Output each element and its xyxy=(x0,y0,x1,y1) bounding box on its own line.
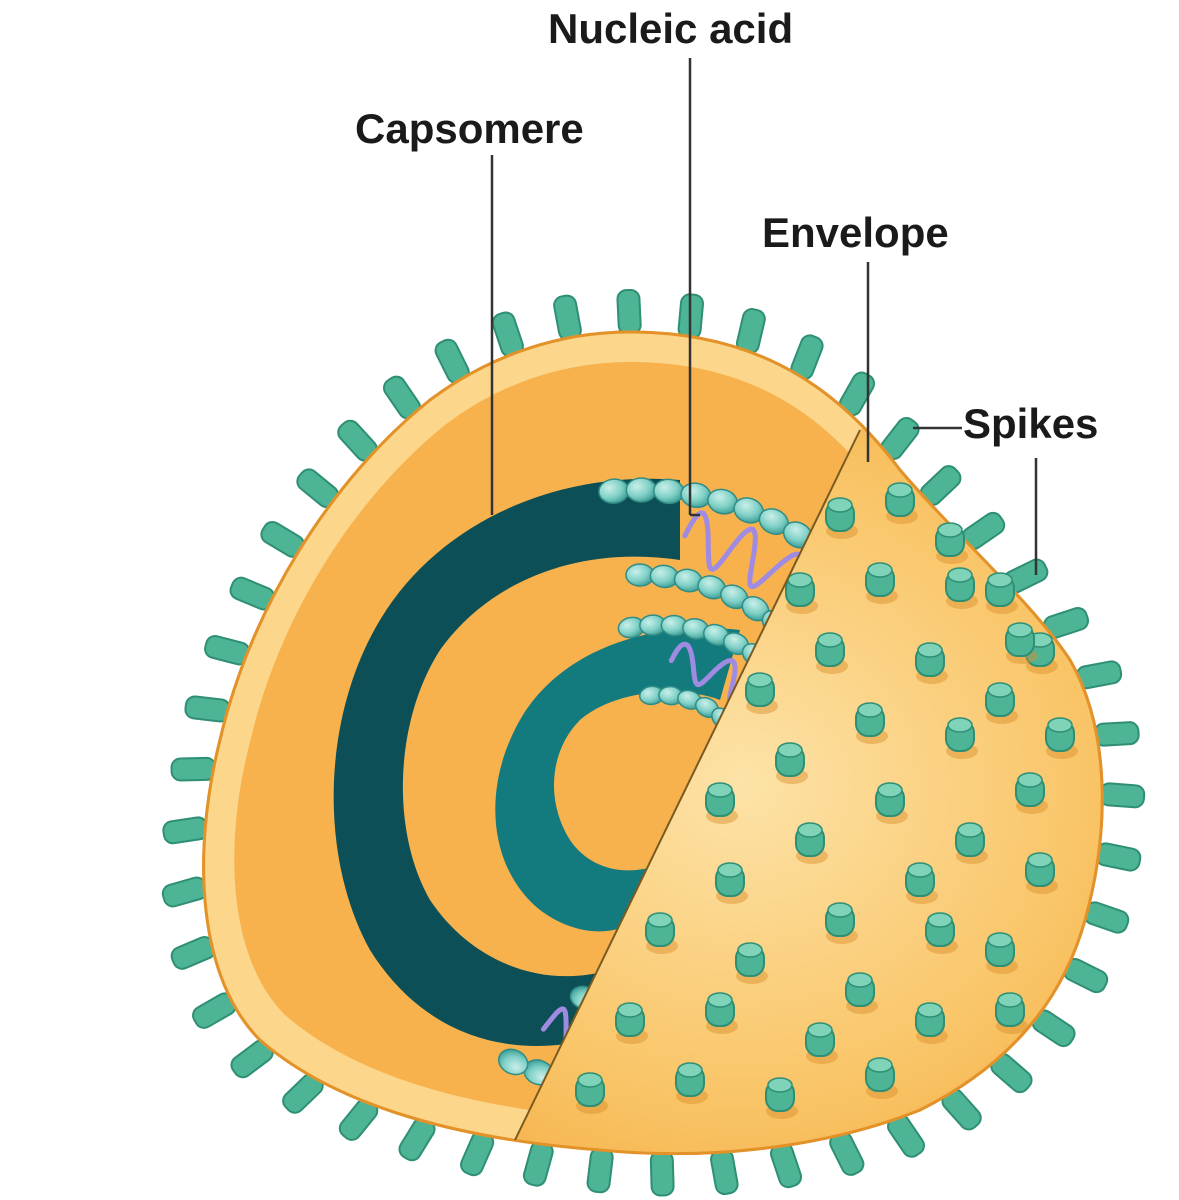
surface-spike xyxy=(795,822,828,864)
surface-spike xyxy=(935,522,968,564)
label-capsomere: Capsomere xyxy=(355,105,584,152)
surface-spike xyxy=(1025,852,1058,894)
spike xyxy=(649,1150,675,1197)
surface-spike xyxy=(645,912,678,954)
spike xyxy=(522,1140,554,1187)
surface-spike xyxy=(575,1072,608,1114)
spike xyxy=(162,816,209,845)
surface-spike xyxy=(785,572,818,614)
label-envelope: Envelope xyxy=(762,209,949,256)
surface-spike xyxy=(825,902,858,944)
surface-spike xyxy=(885,482,918,524)
spike xyxy=(586,1146,614,1194)
surface-spike xyxy=(985,572,1018,614)
surface-spike xyxy=(615,1002,648,1044)
surface-spike xyxy=(705,992,738,1034)
surface-spike xyxy=(805,1022,838,1064)
surface-spike xyxy=(865,562,898,604)
spike xyxy=(1099,782,1146,809)
surface-spike xyxy=(845,972,878,1014)
spike xyxy=(1095,842,1142,872)
surface-spike xyxy=(985,932,1018,974)
surface-spike xyxy=(1015,772,1048,814)
capsid-inner-band xyxy=(495,628,740,932)
spike xyxy=(710,1148,739,1195)
surface-spike xyxy=(745,672,778,714)
surface-spike xyxy=(675,1062,708,1104)
capsomere xyxy=(497,1048,529,1076)
surface-spike xyxy=(825,497,858,539)
cut-line xyxy=(514,429,861,1141)
surface-spike xyxy=(995,992,1028,1034)
surface-spike xyxy=(945,717,978,759)
surface-spike xyxy=(945,567,978,609)
surface-spike xyxy=(815,632,848,674)
spike xyxy=(161,876,208,908)
surface-spike xyxy=(875,782,908,824)
spike xyxy=(616,288,642,336)
surface-spike xyxy=(855,702,888,744)
surface-spike xyxy=(765,1077,798,1119)
surface-spike xyxy=(955,822,988,864)
spike xyxy=(184,695,231,723)
surface-spike xyxy=(905,862,938,904)
surface-spike xyxy=(1005,622,1038,664)
surface-spike xyxy=(915,1002,948,1044)
surface-spike xyxy=(985,682,1018,724)
surface-spike xyxy=(915,642,948,684)
spike xyxy=(553,294,582,341)
label-nucleic-acid: Nucleic acid xyxy=(548,5,794,52)
capsomere xyxy=(625,477,658,503)
surface-spike xyxy=(715,862,748,904)
leader-lines xyxy=(490,58,1038,575)
surface-spike xyxy=(735,942,768,984)
surface-spike xyxy=(1045,717,1078,759)
surface-spike xyxy=(925,912,958,954)
spike xyxy=(1093,721,1140,747)
spike xyxy=(170,756,217,782)
spikes-surface xyxy=(575,482,1078,1119)
capsid-outer-band xyxy=(333,478,680,1046)
surface-spike xyxy=(865,1057,898,1099)
surface-spike xyxy=(775,742,808,784)
surface-spike xyxy=(705,782,738,824)
label-spikes: Spikes xyxy=(963,400,1099,447)
